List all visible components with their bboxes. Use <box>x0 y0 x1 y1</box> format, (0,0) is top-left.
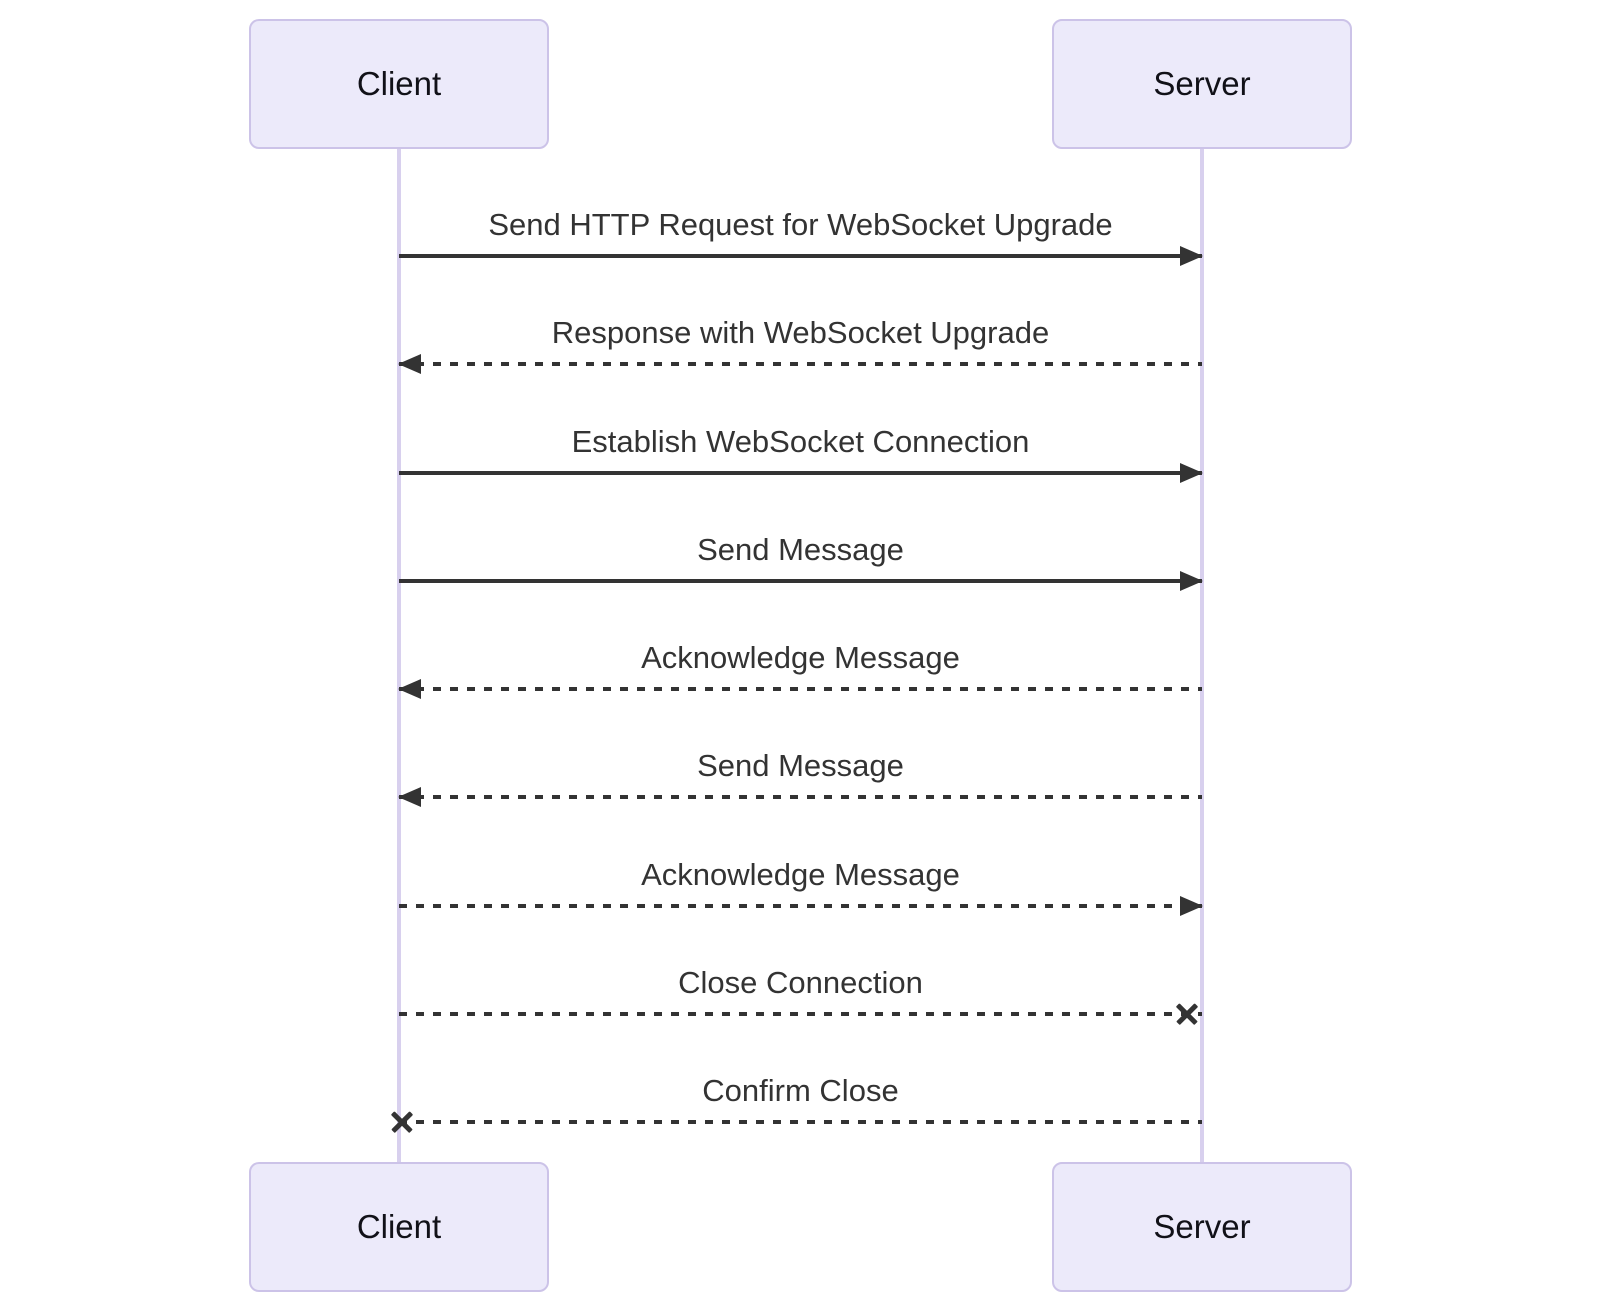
message-row-5: Acknowledge Message <box>398 638 1202 704</box>
message-9-label: Confirm Close <box>702 1073 899 1108</box>
message-1-label: Send HTTP Request for WebSocket Upgrade <box>488 207 1113 242</box>
message-6-line <box>399 795 1202 799</box>
actor-client-top-label: Client <box>356 65 442 102</box>
message-2-label: Response with WebSocket Upgrade <box>551 315 1050 350</box>
message-row-2: Response with WebSocket Upgrade <box>398 313 1202 379</box>
actor-client-bottom: Client <box>249 1162 549 1292</box>
actor-client-top: Client <box>249 19 549 149</box>
arrowhead-icon <box>398 787 421 807</box>
message-row-4: Send Message <box>399 530 1203 596</box>
actor-server-top: Server <box>1052 19 1352 149</box>
arrowhead-icon <box>1180 896 1203 916</box>
lifeline-client <box>397 149 401 1162</box>
message-3-line <box>399 471 1202 475</box>
cross-icon <box>389 1109 415 1135</box>
actor-server-bottom: Server <box>1052 1162 1352 1292</box>
message-1-line <box>399 254 1202 258</box>
message-4-label: Send Message <box>697 532 904 567</box>
message-9-line <box>399 1120 1202 1124</box>
message-row-3: Establish WebSocket Connection <box>399 422 1203 488</box>
message-7-line <box>399 904 1202 908</box>
message-row-7: Acknowledge Message <box>399 855 1203 921</box>
message-row-6: Send Message <box>398 746 1202 812</box>
arrowhead-icon <box>1180 463 1203 483</box>
message-row-9: Confirm Close <box>391 1071 1202 1137</box>
arrowhead-icon <box>1180 571 1203 591</box>
arrowhead-icon <box>1180 246 1203 266</box>
message-2-line <box>399 362 1202 366</box>
message-3-label: Establish WebSocket Connection <box>571 424 1030 459</box>
lifeline-server <box>1200 149 1204 1162</box>
actor-server-top-label: Server <box>1153 65 1251 102</box>
message-8-label: Close Connection <box>678 965 923 1000</box>
message-7-label: Acknowledge Message <box>641 857 960 892</box>
arrowhead-icon <box>398 354 421 374</box>
message-row-8: Close Connection <box>399 963 1202 1029</box>
message-5-label: Acknowledge Message <box>641 640 960 675</box>
actor-client-bottom-label: Client <box>356 1208 442 1245</box>
message-6-label: Send Message <box>697 748 904 783</box>
message-5-line <box>399 687 1202 691</box>
message-row-1: Send HTTP Request for WebSocket Upgrade <box>399 205 1203 271</box>
arrowhead-icon <box>398 679 421 699</box>
cross-icon <box>1174 1001 1200 1027</box>
message-8-line <box>399 1012 1202 1016</box>
message-4-line <box>399 579 1202 583</box>
actor-server-bottom-label: Server <box>1153 1208 1251 1245</box>
